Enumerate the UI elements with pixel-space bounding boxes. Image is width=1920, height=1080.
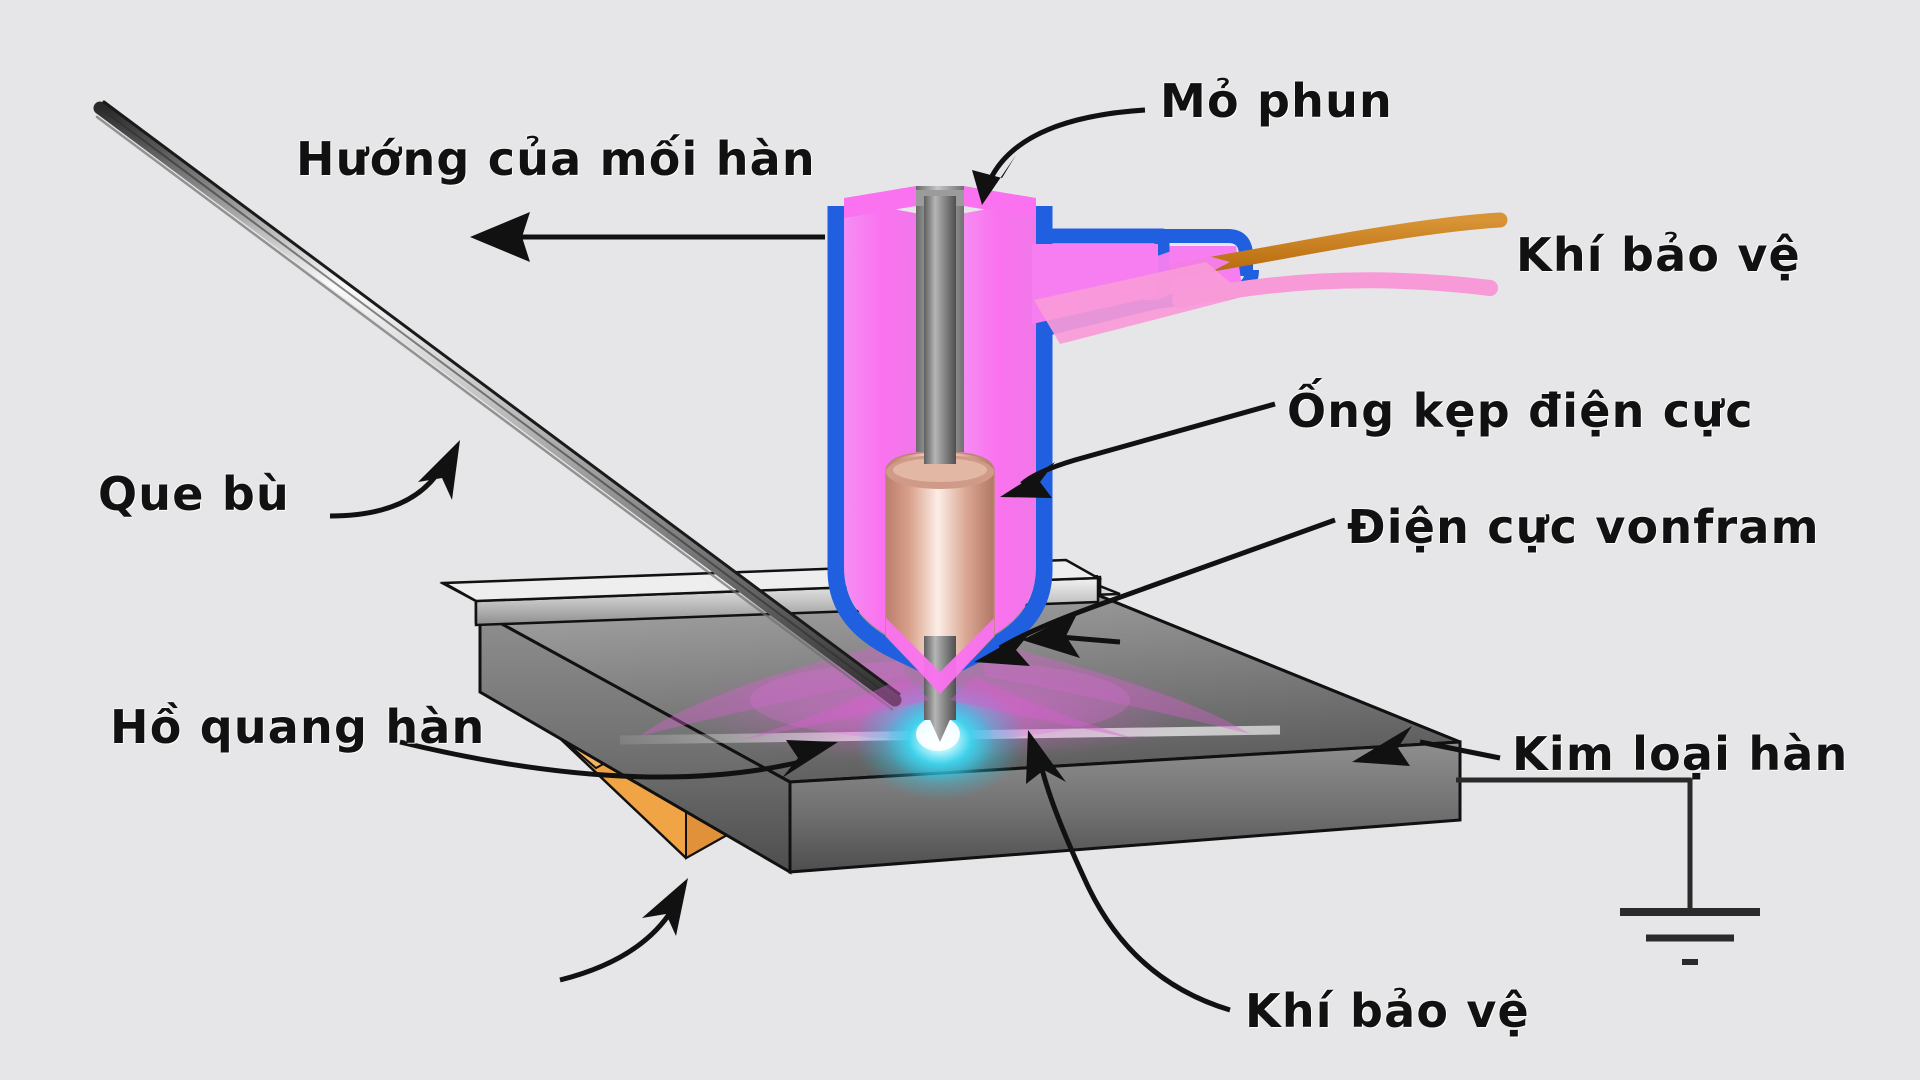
weld-direction-arrow <box>470 212 825 262</box>
collet-arrow-secondary <box>1022 612 1121 658</box>
leader-lines <box>329 107 1501 1013</box>
base-metal-leader <box>1352 726 1501 766</box>
backing-strip-leader <box>559 878 688 983</box>
collet-body <box>885 451 995 694</box>
gas-stream <box>740 676 1140 740</box>
collet-leader <box>1000 401 1276 498</box>
arc-leader <box>399 739 838 780</box>
label-weld-direction: Hướng của mối hàn <box>296 132 816 186</box>
filler-rod-leader <box>329 440 460 519</box>
nozzle-leader <box>972 107 1146 205</box>
shield-gas-bottom-leader <box>1026 730 1231 1013</box>
filler-rod <box>93 100 902 711</box>
label-base-metal: Kim loại hàn <box>1512 727 1849 781</box>
ground-symbol <box>1456 777 1760 965</box>
label-collet-body: Ống kẹp điện cực <box>1287 384 1754 438</box>
torch-assembly <box>827 186 1246 742</box>
tungsten-leader <box>974 517 1336 666</box>
label-nozzle: Mỏ phun <box>1160 74 1393 128</box>
label-welding-arc: Hồ quang hàn <box>110 700 486 754</box>
label-shield-gas-bottom: Khí bảo vệ <box>1245 984 1530 1038</box>
label-filler-rod: Que bù <box>98 467 290 521</box>
label-tungsten-electrode: Điện cực vonfram <box>1347 500 1820 554</box>
label-shield-gas-top: Khí bảo vệ <box>1516 228 1801 282</box>
